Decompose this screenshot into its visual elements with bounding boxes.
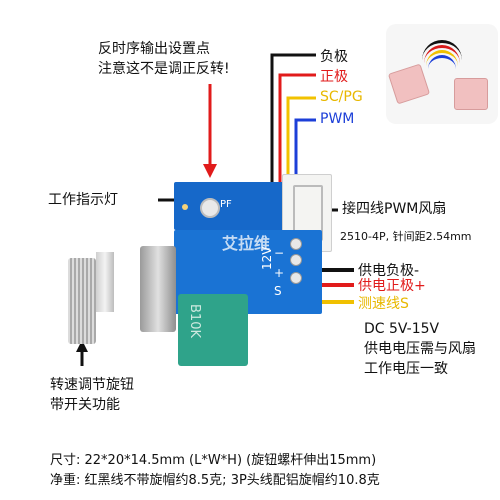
spec-size: 尺寸: 22*20*14.5mm (L*W*H) (旋钮螺杆伸出15mm) [50,453,377,468]
voltage-note-line3: 工作电压一致 [364,361,448,377]
voltage-note-line2: 供电电压需与风扇 [364,341,476,357]
potentiometer: B10K [178,294,248,366]
note-arrow-head [203,164,217,178]
pf-silk: PF [220,199,232,210]
supply-label-negative: 供电负极- [358,263,420,279]
pcb-lower: B10K 12V − + S [174,230,322,366]
wire-label-positive: 正极 [320,69,348,85]
fan-connector-spec: 2510-4P, 针间距2.54mm [340,230,472,243]
knob-arrow-head [76,340,88,352]
pin-positive [290,254,302,266]
pin-silk-minus: − [274,246,285,260]
watermark: 艾拉维 [222,234,271,253]
controller-board: PF B10K 12V − + S [174,172,332,366]
wire-label-pwm: PWM [320,111,355,127]
supply-label-positive: 供电正极+ [358,278,426,294]
reverse-timing-note-line1: 反时序输出设置点 [98,41,210,57]
knob-label-line1: 转速调节旋钮 [50,377,134,393]
pin-silk-plus: + [274,266,285,280]
pcb-upper: PF [174,182,292,230]
led-indicator [182,204,188,210]
pin-silk-s: S [274,284,282,298]
wire-label-scpg: SC/PG [320,89,363,105]
pin-negative [290,238,302,250]
pf-pad [200,198,220,218]
wire-label-negative: 负极 [320,49,348,65]
supply-label-speed: 测速线S [358,296,409,312]
knob-shaft [96,252,114,312]
pin-speed [290,272,302,284]
mounting-nut [140,246,176,332]
fan-connector-photo [386,24,498,124]
voltage-range: DC 5V-15V [364,321,440,337]
reverse-timing-note-line2: 注意这不是调正反转! [98,61,230,77]
knob-label-line2: 带开关功能 [50,397,120,413]
indicator-label: 工作指示灯 [48,192,118,208]
spec-weight: 净重: 红黑线不带旋帽约8.5克; 3P头线配铝旋帽约10.8克 [50,473,380,488]
pot-code: B10K [187,304,202,338]
fan-connector-title: 接四线PWM风扇 [342,201,447,217]
rotary-knob [68,258,96,344]
